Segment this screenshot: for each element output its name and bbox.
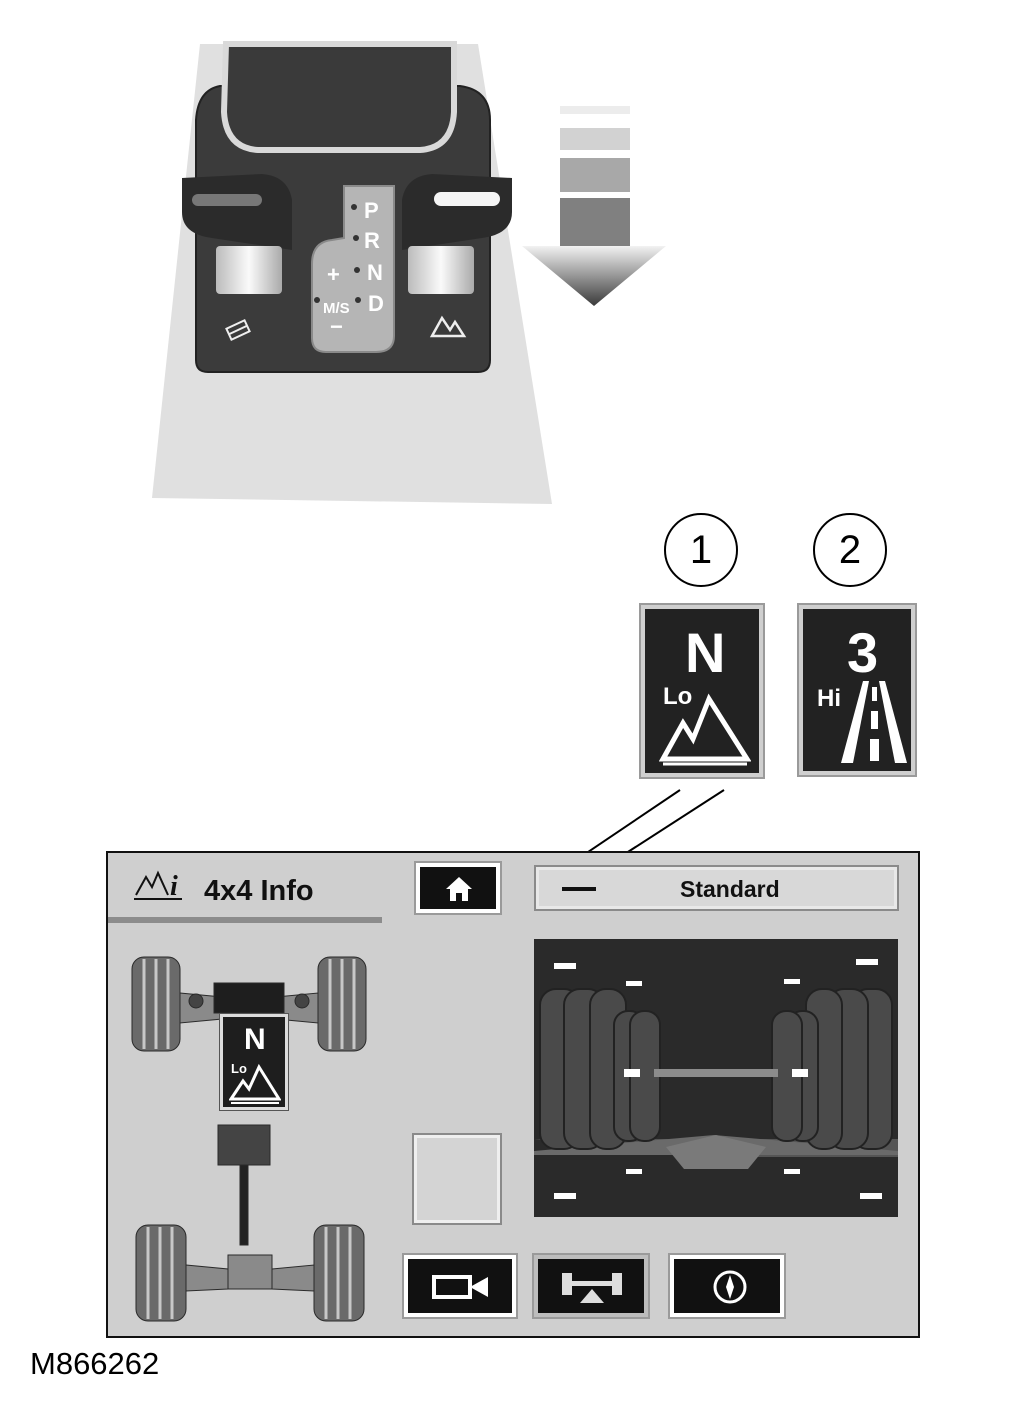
compass-icon: [713, 1270, 747, 1304]
callout-number-1: 1: [664, 513, 738, 587]
mountain-icon: [659, 693, 751, 766]
gear-letter-d: D: [368, 291, 384, 316]
panel-range: Lo: [231, 1061, 247, 1076]
gear-minus: −: [330, 314, 343, 339]
page-title: 4x4 Info: [204, 875, 314, 907]
figure-id: M866262: [30, 1346, 160, 1381]
drivetrain-graphic: [131, 956, 367, 1322]
gear-tile-low-range: N Lo: [641, 605, 763, 777]
gear-tile-gear: 3: [847, 621, 879, 684]
gear-manual-label: M/S: [323, 300, 350, 317]
axle-articulation-view: [534, 939, 898, 1217]
gear-tile-gear: N: [685, 621, 726, 684]
gear-selector-illustration: P R N D + M/S −: [152, 41, 666, 504]
panel-gear-overlay: N Lo: [220, 1014, 288, 1110]
mode-dash: [562, 887, 596, 891]
mountain-mode-icon: [429, 315, 467, 338]
gear-tile-high-range: 3 Hi: [799, 605, 915, 775]
road-icon: [841, 681, 907, 763]
status-square: [414, 1135, 500, 1223]
gear-letter-n: N: [367, 260, 383, 285]
terrain-info-icon: i: [134, 870, 182, 902]
axle-view-button[interactable]: [534, 1255, 648, 1317]
road-mode-icon: [225, 319, 251, 341]
callout-number-2: 2: [813, 513, 887, 587]
gear-letter-r: R: [364, 228, 380, 253]
terrain-mode-label: Standard: [680, 876, 780, 902]
camera-button[interactable]: [404, 1255, 516, 1317]
gear-tile-range: Hi: [817, 685, 841, 712]
panel-gear: N: [244, 1023, 266, 1056]
svg-text:i: i: [170, 871, 178, 902]
gear-tile-range: Lo: [663, 683, 693, 710]
gear-letter-p: P: [364, 198, 379, 223]
terrain-mode-indicator: Standard: [534, 865, 899, 911]
title-underline: [108, 917, 382, 923]
terrain-info-display: i 4x4 Info Standard: [106, 851, 920, 1338]
axle-view-icon: [562, 1273, 622, 1303]
home-button[interactable]: [416, 863, 500, 913]
camera-icon: [432, 1275, 488, 1299]
compass-button[interactable]: [670, 1255, 784, 1317]
gear-plus: +: [327, 262, 340, 287]
down-arrow-icon: [522, 106, 666, 306]
home-icon: [446, 877, 472, 901]
panel-mountain-icon: [229, 1063, 281, 1104]
